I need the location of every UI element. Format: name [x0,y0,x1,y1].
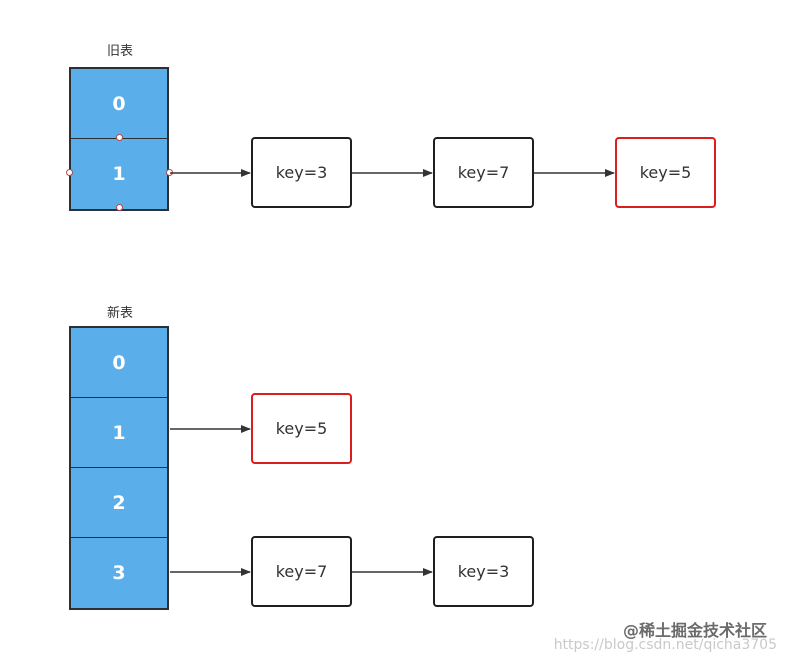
watermark-url: https://blog.csdn.net/qicha3705 [553,637,777,653]
old-chain-node-key5[interactable]: key=5 [615,137,716,208]
old-chain-node-key3[interactable]: key=3 [251,137,352,208]
old-table-bucket-1[interactable]: 1 [71,139,167,209]
old-chain-node-key7[interactable]: key=7 [433,137,534,208]
new-chain3-node-key7[interactable]: key=7 [251,536,352,607]
old-table: 0 1 [69,67,169,211]
selection-handle-bottom[interactable] [116,204,123,211]
new-chain1-node-key5[interactable]: key=5 [251,393,352,464]
old-table-title: 旧表 [106,44,133,59]
new-table-bucket-1[interactable]: 1 [71,398,167,468]
old-table-bucket-0[interactable]: 0 [71,69,167,139]
new-table-bucket-0[interactable]: 0 [71,328,167,398]
watermark-logo: @稀土掘金技术社区 [622,621,767,640]
new-table: 0 1 2 3 [69,326,169,610]
new-chain3-node-key3[interactable]: key=3 [433,536,534,607]
new-table-bucket-2[interactable]: 2 [71,468,167,538]
new-table-title: 新表 [106,306,133,321]
new-table-bucket-3[interactable]: 3 [71,538,167,608]
selection-handle-left[interactable] [66,169,73,176]
selection-handle-top[interactable] [116,134,123,141]
